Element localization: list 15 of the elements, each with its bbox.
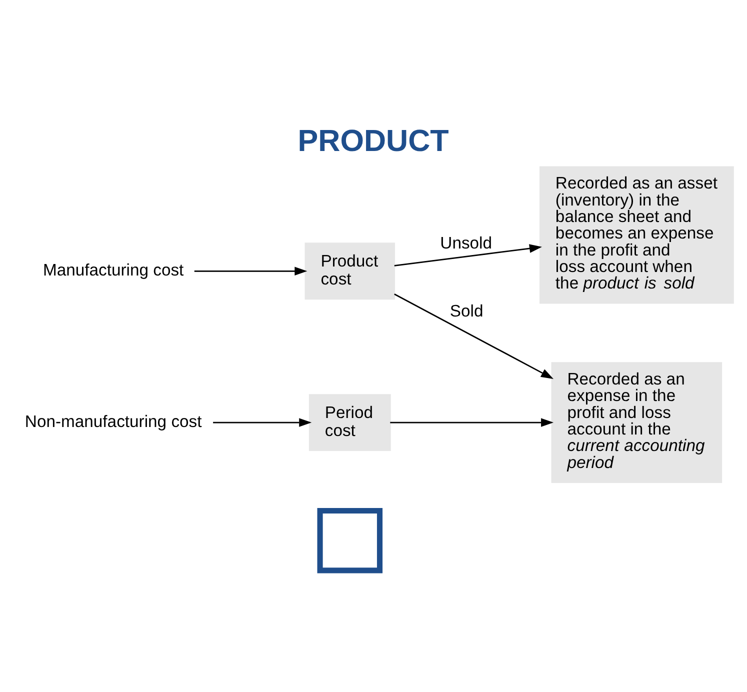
diagram-title: PRODUCT — [298, 124, 449, 158]
node-box: Recorded as an asset (inventory) in the balance sheet and becomes an expense in the profit and loss account when the product is sold — [539, 166, 734, 304]
node-box — [317, 507, 383, 573]
arrow — [194, 266, 308, 276]
arrow — [213, 418, 312, 426]
arrow — [394, 293, 554, 378]
node-text: Non-manufacturing cost — [24, 411, 202, 430]
node-text: Manufacturing cost — [42, 260, 184, 279]
arrow — [394, 244, 542, 266]
node-box: Product cost — [304, 242, 396, 300]
node-box: Recorded as an expense in the profit and loss account in the current accounting period — [551, 362, 722, 482]
edge-label: Unsold — [440, 232, 492, 252]
edge-label: Sold — [450, 300, 484, 320]
arrow — [390, 418, 554, 426]
node-box: Period cost — [308, 394, 391, 450]
